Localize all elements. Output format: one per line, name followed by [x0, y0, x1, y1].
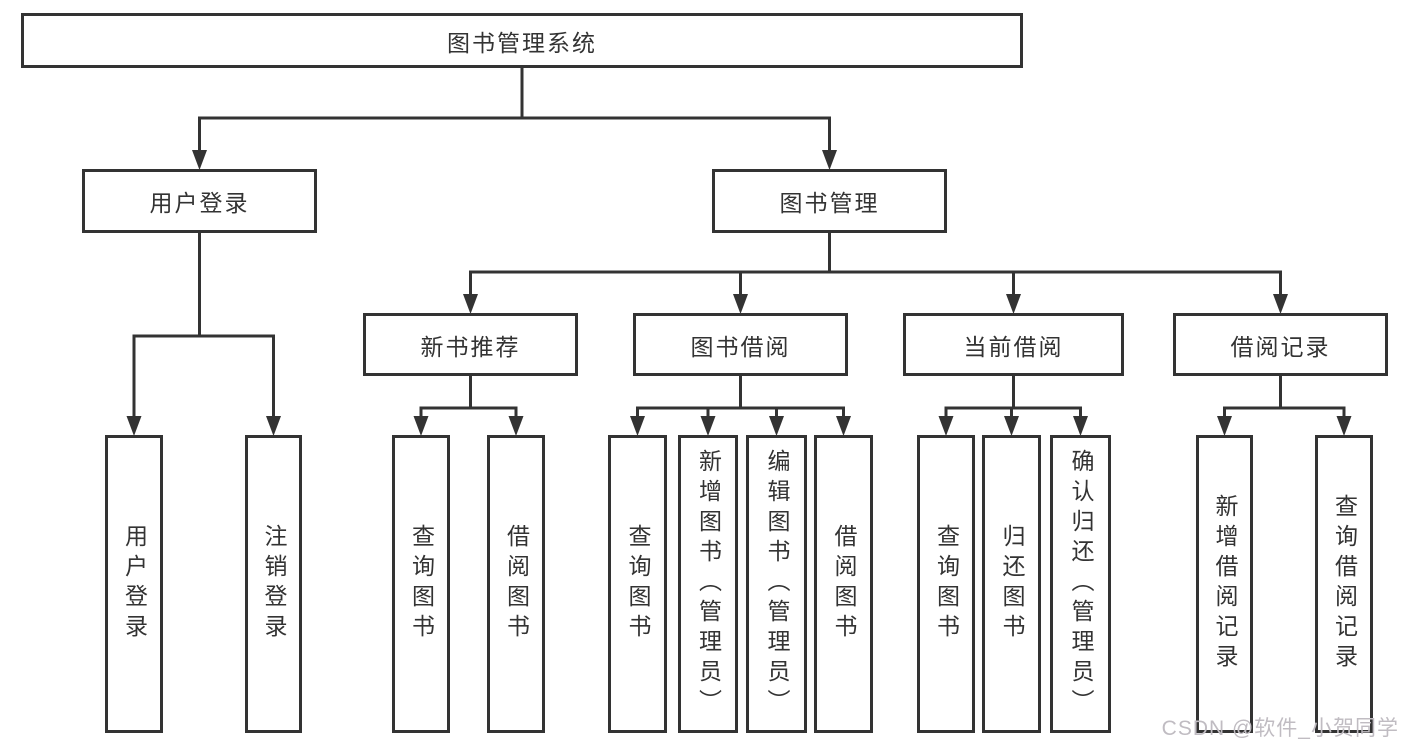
box-label-new-book-rec: 新书推荐: [420, 333, 521, 360]
box-label-v-confirm-return: 确认归还（管理员）: [1068, 449, 1094, 719]
edge-lines-book-mgmt: [469, 231, 1282, 298]
box-v-confirm-return: 确认归还（管理员）: [1050, 435, 1111, 733]
arrowhead-v-query-book-1: [413, 416, 429, 436]
box-v-borrow-book-1: 借阅图书: [487, 435, 545, 733]
edge-lines-user-login: [132, 231, 275, 420]
box-v-edit-book: 编辑图书（管理员）: [746, 435, 807, 733]
arrowhead-v-query-book-3: [938, 416, 954, 436]
box-v-query-book-2: 查询图书: [608, 435, 667, 733]
box-v-logout: 注销登录: [245, 435, 302, 733]
edge-lines-current-borrow: [944, 374, 1082, 420]
arrowhead-v-query-record: [1336, 416, 1352, 436]
arrowhead-current-borrow: [1006, 294, 1021, 314]
box-v-add-book: 新增图书（管理员）: [678, 435, 738, 733]
box-user-login: 用户登录: [82, 169, 317, 233]
arrowhead-v-borrow-book-2: [836, 416, 851, 436]
edge-lines-book-borrow: [636, 374, 845, 420]
box-label-v-borrow-book-2: 借阅图书: [831, 524, 857, 644]
box-new-book-rec: 新书推荐: [363, 313, 578, 376]
arrowhead-v-user-login: [126, 416, 142, 436]
box-root: 图书管理系统: [21, 13, 1023, 68]
box-v-add-record: 新增借阅记录: [1196, 435, 1253, 733]
box-label-user-login: 用户登录: [149, 190, 250, 216]
box-v-return-book: 归还图书: [982, 435, 1041, 733]
box-book-borrow: 图书借阅: [633, 313, 848, 376]
box-label-v-query-book-1: 查询图书: [408, 524, 435, 644]
box-label-v-add-record: 新增借阅记录: [1212, 494, 1238, 674]
edge-lines-new-book-rec: [419, 374, 518, 420]
arrowhead-v-add-record: [1217, 416, 1232, 436]
box-v-user-login: 用户登录: [105, 435, 163, 733]
box-label-v-user-login: 用户登录: [121, 524, 148, 644]
box-label-v-query-record: 查询借阅记录: [1331, 494, 1358, 674]
arrowhead-v-logout: [266, 416, 281, 436]
box-label-v-edit-book: 编辑图书（管理员）: [764, 449, 790, 719]
box-borrow-record: 借阅记录: [1173, 313, 1388, 376]
box-label-v-add-book: 新增图书（管理员）: [695, 449, 722, 719]
box-book-mgmt: 图书管理: [712, 169, 947, 233]
box-label-v-query-book-2: 查询图书: [625, 524, 651, 644]
arrowhead-user-login: [192, 150, 207, 170]
box-label-root: 图书管理系统: [447, 29, 597, 56]
box-current-borrow: 当前借阅: [903, 313, 1124, 376]
arrowhead-borrow-record: [1273, 294, 1288, 314]
box-label-v-return-book: 归还图书: [999, 524, 1025, 644]
box-v-query-book-3: 查询图书: [917, 435, 975, 733]
edge-lines-borrow-record: [1223, 374, 1346, 420]
watermark: CSDN @软件_小贺同学: [1161, 717, 1399, 740]
box-label-borrow-record: 借阅记录: [1230, 333, 1331, 360]
box-label-book-mgmt: 图书管理: [779, 190, 880, 216]
edge-lines-root: [198, 66, 831, 154]
box-v-query-record: 查询借阅记录: [1315, 435, 1373, 733]
arrowhead-book-borrow: [733, 294, 748, 314]
arrowhead-v-confirm-return: [1073, 416, 1088, 436]
box-label-current-borrow: 当前借阅: [963, 333, 1064, 360]
arrowhead-v-edit-book: [769, 416, 784, 436]
box-label-v-query-book-3: 查询图书: [933, 524, 960, 644]
arrowhead-book-mgmt: [822, 150, 837, 170]
box-v-query-book-1: 查询图书: [392, 435, 450, 733]
arrowhead-v-borrow-book-1: [508, 416, 524, 436]
arrowhead-new-book-rec: [463, 294, 478, 314]
box-label-v-borrow-book-1: 借阅图书: [503, 524, 530, 644]
arrowhead-v-query-book-2: [630, 416, 645, 436]
box-label-book-borrow: 图书借阅: [690, 333, 791, 360]
arrowhead-v-add-book: [700, 416, 716, 436]
box-label-v-logout: 注销登录: [261, 524, 287, 644]
box-v-borrow-book-2: 借阅图书: [814, 435, 873, 733]
arrowhead-v-return-book: [1004, 416, 1019, 436]
